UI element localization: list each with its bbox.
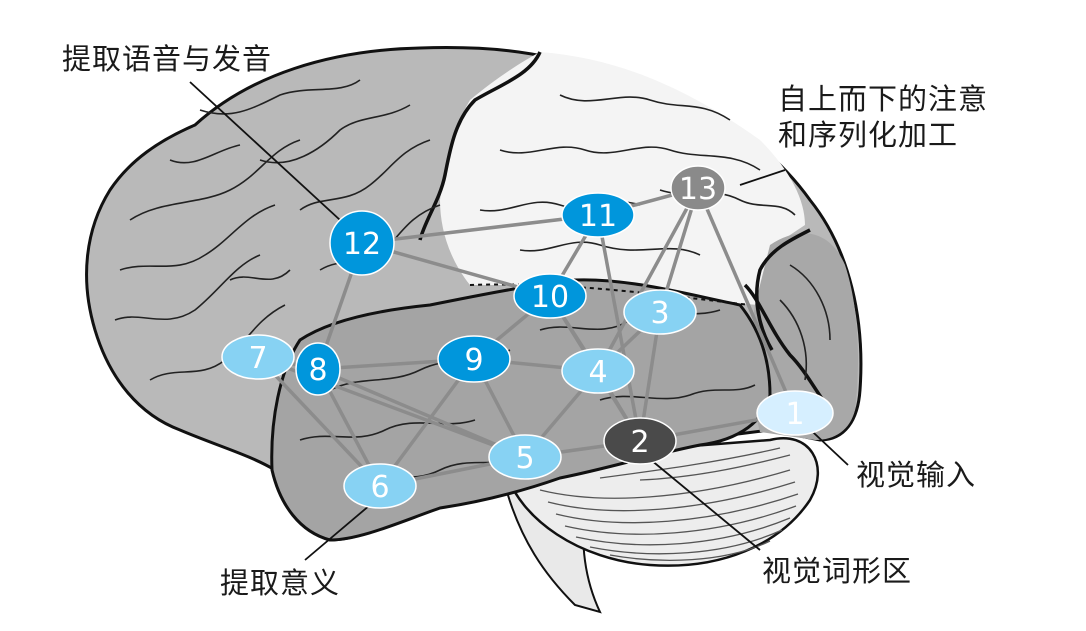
node-8: 8 (295, 342, 341, 396)
node-10: 10 (513, 273, 587, 319)
connection-2-11 (596, 214, 642, 442)
callout-speech-label: 提取语音与发音 (62, 42, 273, 76)
callout-word-form-label: 视觉词形区 (762, 554, 913, 588)
callout-meaning-label: 提取意义 (220, 566, 341, 600)
node-12: 12 (329, 210, 395, 276)
connection-6-7 (256, 355, 382, 488)
parietal-light-region (440, 52, 805, 305)
node-3-shape (623, 289, 697, 335)
node-12-label: 12 (343, 227, 381, 262)
node-9-shape (437, 335, 511, 383)
node-7-label: 7 (248, 341, 267, 376)
node-13: 13 (670, 165, 726, 211)
node-1-label: 1 (785, 397, 804, 432)
node-10-label: 10 (531, 280, 569, 315)
node-4-shape (561, 348, 635, 394)
node-10-shape (513, 273, 587, 319)
node-8-shape (295, 342, 341, 396)
node-4: 4 (561, 348, 635, 394)
node-13-label: 13 (679, 172, 717, 207)
occipital-region (750, 233, 858, 440)
node-7: 7 (221, 334, 295, 380)
node-5-shape (488, 434, 562, 480)
node-6-label: 6 (370, 470, 389, 505)
connection-11-12 (361, 213, 599, 245)
node-9: 9 (437, 335, 511, 383)
leader-meaning (304, 504, 371, 561)
node-12-shape (329, 210, 395, 276)
node-8-label: 8 (308, 353, 327, 388)
node-2-label: 2 (630, 425, 649, 460)
connection-4-13 (596, 187, 700, 372)
node-6: 6 (343, 463, 417, 509)
node-13-shape (670, 165, 726, 211)
callout-attention-label-line2: 和序列化加工 (778, 118, 959, 152)
node-5-label: 5 (515, 441, 534, 476)
node-7-shape (221, 334, 295, 380)
node-3-label: 3 (650, 296, 669, 331)
node-11-shape (561, 192, 635, 238)
node-1-shape (756, 390, 834, 436)
callout-visual-input-label: 视觉输入 (856, 458, 977, 492)
node-6-shape (343, 463, 417, 509)
connection-13-1 (696, 187, 797, 414)
node-11: 11 (561, 192, 635, 238)
node-2-shape (603, 417, 677, 465)
leader-word-form (644, 454, 761, 551)
leader-speech (189, 81, 341, 221)
node-5: 5 (488, 434, 562, 480)
node-11-label: 11 (579, 199, 617, 234)
node-2: 2 (603, 417, 677, 465)
node-9-label: 9 (464, 343, 483, 378)
node-1: 1 (756, 390, 834, 436)
node-3: 3 (623, 289, 697, 335)
node-4-label: 4 (588, 355, 607, 390)
leader-attention (739, 169, 786, 186)
callout-attention-label-line1: 自上而下的注意 (778, 82, 989, 116)
